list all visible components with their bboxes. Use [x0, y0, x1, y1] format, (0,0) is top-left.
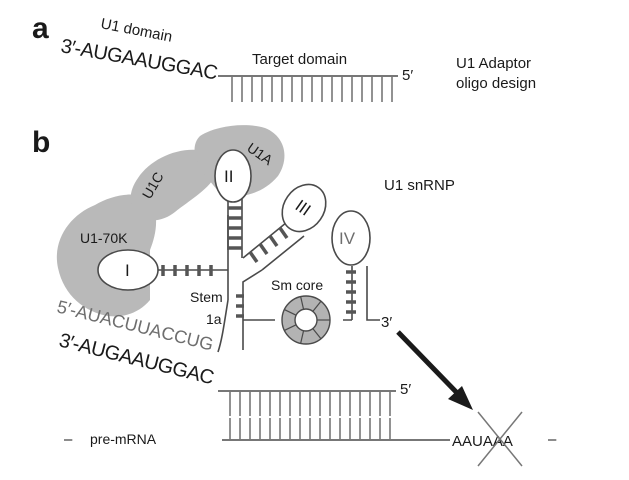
u1-70k-label: U1-70K [80, 230, 128, 246]
polya-cross-line-2 [477, 411, 523, 467]
cleavage-arrow-shaft [396, 330, 464, 400]
stem-loop-iii [281, 183, 327, 233]
stem-loop-i [97, 249, 159, 291]
u1-snrnp-label: U1 snRNP [384, 177, 455, 194]
panel-a: a U1 domain 3′-AUGAAUGGAC Target domain … [32, 12, 536, 102]
sm-segment-divider [300, 330, 305, 344]
target-five-prime: 5′ [402, 67, 413, 84]
three-prime-label: 3′ [381, 314, 392, 331]
sm-segment-divider [312, 300, 322, 312]
stem-iv-rungs [346, 270, 356, 314]
adaptor-ticks [229, 392, 391, 416]
dash-left: – [64, 431, 73, 448]
stem-1a-backbone [242, 269, 263, 350]
adaptor-five-prime: 5′ [400, 381, 411, 398]
stem-loop-iv [331, 210, 371, 266]
stem-1a-rungs [236, 294, 244, 318]
panel-a-letter: a [32, 12, 49, 45]
sm-segment-divider [300, 296, 305, 310]
u1-rna-backbone [150, 215, 229, 300]
panel-b: b I II III IV [32, 125, 557, 467]
target-domain-label: Target domain [252, 51, 347, 68]
sm-core-label: Sm core [271, 277, 323, 293]
pre-mrna-ticks [229, 418, 391, 439]
stem-label: Stem [190, 289, 223, 305]
stem-1a-label: 1a [206, 311, 222, 327]
stem-ii-rungs [228, 206, 242, 250]
panel-b-letter: b [32, 126, 50, 159]
stem-loop-ii [214, 149, 252, 203]
stem-iii-rungs [248, 226, 289, 264]
u1c-protein [130, 149, 216, 221]
sm-segment-divider [312, 328, 322, 340]
design-label-line2: oligo design [456, 75, 536, 92]
stem-iv-backbone [351, 266, 380, 321]
sm-segment-divider [284, 324, 297, 331]
sm-segment-divider [284, 309, 297, 316]
cleavage-arrowhead [448, 386, 473, 410]
dash-right: – [548, 431, 557, 448]
stem-i-rungs [161, 265, 213, 276]
loop-ii-label: II [224, 167, 233, 186]
sm-core-hole [294, 308, 318, 332]
pre-mrna-label: pre-mRNA [90, 431, 157, 447]
u1-domain-label: U1 domain [99, 15, 173, 46]
u1-5prime-tail [217, 299, 229, 353]
target-domain-ticks [231, 77, 393, 102]
sm-core-segments [284, 296, 330, 344]
design-label-line1: U1 Adaptor [456, 55, 531, 72]
u1-domain-sequence: 3′-AUGAAUGGAC [59, 35, 219, 84]
loop-iv-label: IV [339, 229, 356, 248]
loop-i-label: I [125, 261, 130, 280]
